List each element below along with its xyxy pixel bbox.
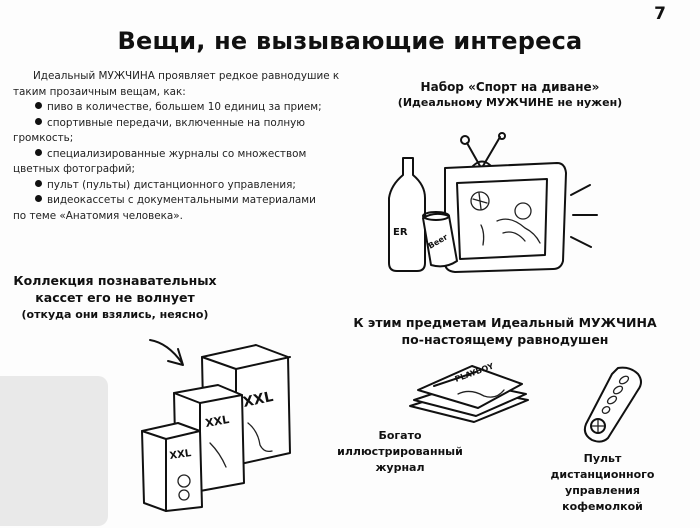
- bullet-list: пиво в количестве, большем 10 единиц за …: [13, 100, 343, 209]
- bullet-icon: [35, 102, 42, 109]
- collection-subtitle: (откуда они взялись, неясно): [21, 308, 209, 321]
- list-item: спортивные передачи, включенные на полну…: [13, 116, 306, 145]
- indifferent-title-line-1: К этим предметам Идеальный МУЖЧИНА: [353, 315, 657, 330]
- list-item: пульт (пульты) дистанционного управления…: [13, 178, 343, 194]
- cassettes-illustration: XXL XXL XXL: [141, 339, 291, 512]
- sport-set-heading: Набор «Спорт на диване» (Идеальному МУЖЧ…: [375, 79, 645, 111]
- collection-title-line-2: кассет его не волнует: [35, 290, 195, 305]
- indifferent-title-line-2: по-настоящему равнодушен: [401, 332, 609, 347]
- bullet-icon: [35, 148, 42, 156]
- bullet-icon: [35, 179, 42, 187]
- intro-text: Идеальный МУЖЧИНА проявляет редкое равно…: [13, 70, 340, 98]
- collection-heading: Коллекция познавательных кассет его не в…: [5, 272, 225, 323]
- page-edge-tab: [0, 376, 108, 526]
- remote-caption: Пульт дистанционного управления кофемолк…: [550, 452, 655, 513]
- list-item: видеокассеты с документальными материала…: [13, 193, 343, 209]
- bullet-icon: [35, 117, 42, 125]
- list-item: пиво в количестве, большем 10 единиц за …: [13, 100, 343, 116]
- bullet-icon: [35, 195, 42, 202]
- magazines-illustration: PLAYBOY: [409, 361, 529, 423]
- sport-set-subtitle: (Идеальному МУЖЧИНЕ не нужен): [397, 96, 623, 109]
- cassette-label-3: XXL: [242, 389, 275, 411]
- remote-illustration: [583, 366, 642, 443]
- page-title: Вещи, не вызывающие интереса: [117, 27, 583, 55]
- magazine-caption: Богато иллюстрированный журнал: [337, 429, 463, 474]
- sport-set-title: Набор «Спорт на диване»: [420, 80, 600, 94]
- list-item: специализированные журналы со множеством…: [13, 147, 307, 176]
- collection-title-line-1: Коллекция познавательных: [13, 273, 217, 288]
- bottle-label: ER: [393, 227, 408, 238]
- intro-closing: по теме «Анатомия человека».: [13, 209, 183, 222]
- cassette-label-2: XXL: [204, 413, 230, 430]
- cassette-label-1: XXL: [169, 448, 193, 462]
- intro-section: Идеальный МУЖЧИНА проявляет редкое равно…: [13, 69, 343, 224]
- page-number: 7: [654, 4, 666, 24]
- tv-beer-illustration: ER Beer: [388, 132, 598, 273]
- indifferent-heading: К этим предметам Идеальный МУЖЧИНА по-на…: [320, 314, 690, 348]
